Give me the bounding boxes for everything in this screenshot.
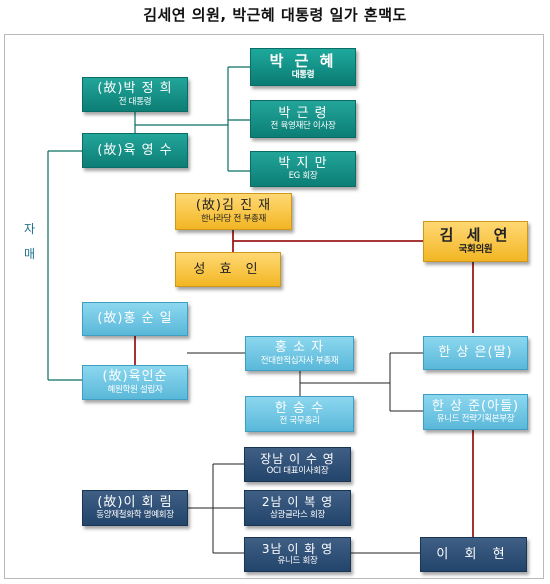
kim-jin-jae-box: (故)김 진 재 한나라당 전 부총재 xyxy=(175,193,292,230)
park-jung-hee-title: 전 대통령 xyxy=(118,96,152,107)
lee-hoe-rim-name: (故)이 회 림 xyxy=(97,494,173,510)
hong-soon-il-box: (故)홍 순 일 xyxy=(82,302,188,336)
yuk-in-soon-name: (故)육인순 xyxy=(102,369,168,385)
hong-so-ja-name: 홍 소 자 xyxy=(274,340,325,356)
park-geun-ryeong-title: 전 육영재단 이사장 xyxy=(270,121,336,132)
lee-bok-young-title: 삼광글라스 회장 xyxy=(269,509,326,520)
lee-hwa-young-box: 3남 이 화 영 유니드 회장 xyxy=(244,537,351,572)
park-geun-hye-name: 박 근 혜 xyxy=(269,51,337,70)
lee-bok-young-box: 2남 이 복 영 삼광글라스 회장 xyxy=(244,490,351,526)
yuk-in-soon-title: 혜원학원 설립자 xyxy=(107,384,163,395)
lee-hwa-young-title: 유니드 회장 xyxy=(277,556,318,567)
side-label-1: 자 xyxy=(24,222,36,236)
park-geun-hye-box: 박 근 혜 대통령 xyxy=(250,48,356,86)
lee-hwa-young-name: 3남 이 화 영 xyxy=(261,541,334,556)
han-seung-soo-title: 전 국무총리 xyxy=(279,416,320,427)
yuk-in-soon-box: (故)육인순 혜원학원 설립자 xyxy=(82,365,188,400)
park-ji-man-box: 박 지 만 EG 회장 xyxy=(250,151,356,187)
lee-hoe-hyun-box: 이 회 현 xyxy=(420,537,527,572)
hong-so-ja-title: 전대한적십자사 부총재 xyxy=(260,355,339,366)
park-jung-hee-box: (故)박 정 희 전 대통령 xyxy=(82,77,188,112)
park-ji-man-name: 박 지 만 xyxy=(278,155,328,171)
lee-hoe-hyun-name: 이 회 현 xyxy=(436,546,511,562)
seong-hyo-in-box: 성 효 인 xyxy=(175,252,281,287)
han-seung-soo-name: 한 승 수 xyxy=(274,400,325,416)
kim-se-yeon-box: 김 세 연 국회의원 xyxy=(423,221,528,262)
lee-hoe-rim-title: 동양제철화학 명예회장 xyxy=(96,510,174,521)
han-sang-eun-name: 한 상 은(딸) xyxy=(438,345,513,361)
hong-soon-il-name: (故)홍 순 일 xyxy=(97,311,173,327)
han-seung-soo-box: 한 승 수 전 국무총리 xyxy=(245,396,354,432)
lee-hoe-rim-box: (故)이 회 림 동양제철화학 명예회장 xyxy=(82,490,188,526)
yuk-young-soo-box: (故)육 영 수 xyxy=(82,133,188,168)
lee-soo-young-title: OCI 대표이사회장 xyxy=(266,466,329,477)
han-sang-joon-name: 한 상 준(아들) xyxy=(431,398,520,414)
park-geun-ryeong-name: 박 근 령 xyxy=(278,105,328,121)
han-sang-eun-box: 한 상 은(딸) xyxy=(423,336,528,370)
han-sang-joon-box: 한 상 준(아들) 유니드 전략기획본부장 xyxy=(423,394,528,430)
park-geun-ryeong-box: 박 근 령 전 육영재단 이사장 xyxy=(250,100,356,138)
lee-soo-young-box: 장남 이 수 영 OCI 대표이사회장 xyxy=(244,447,351,482)
park-jung-hee-name: (故)박 정 희 xyxy=(97,81,173,97)
kim-jin-jae-name: (故)김 진 재 xyxy=(195,198,272,214)
kim-se-yeon-name: 김 세 연 xyxy=(439,225,512,244)
hong-so-ja-box: 홍 소 자 전대한적십자사 부총재 xyxy=(245,336,354,371)
kim-jin-jae-title: 한나라당 전 부총재 xyxy=(201,213,266,224)
han-sang-joon-title: 유니드 전략기획본부장 xyxy=(436,414,515,425)
page-title: 김세연 의원, 박근혜 대통령 일가 혼맥도 xyxy=(143,6,407,24)
kim-se-yeon-title: 국회의원 xyxy=(458,244,493,256)
side-label-2: 매 xyxy=(24,247,36,261)
lee-bok-young-name: 2남 이 복 영 xyxy=(261,495,334,510)
lee-soo-young-name: 장남 이 수 영 xyxy=(260,451,335,466)
seong-hyo-in-name: 성 효 인 xyxy=(193,261,263,277)
park-geun-hye-title: 대통령 xyxy=(291,70,315,81)
yuk-young-soo-name: (故)육 영 수 xyxy=(97,142,173,158)
park-ji-man-title: EG 회장 xyxy=(288,171,318,182)
